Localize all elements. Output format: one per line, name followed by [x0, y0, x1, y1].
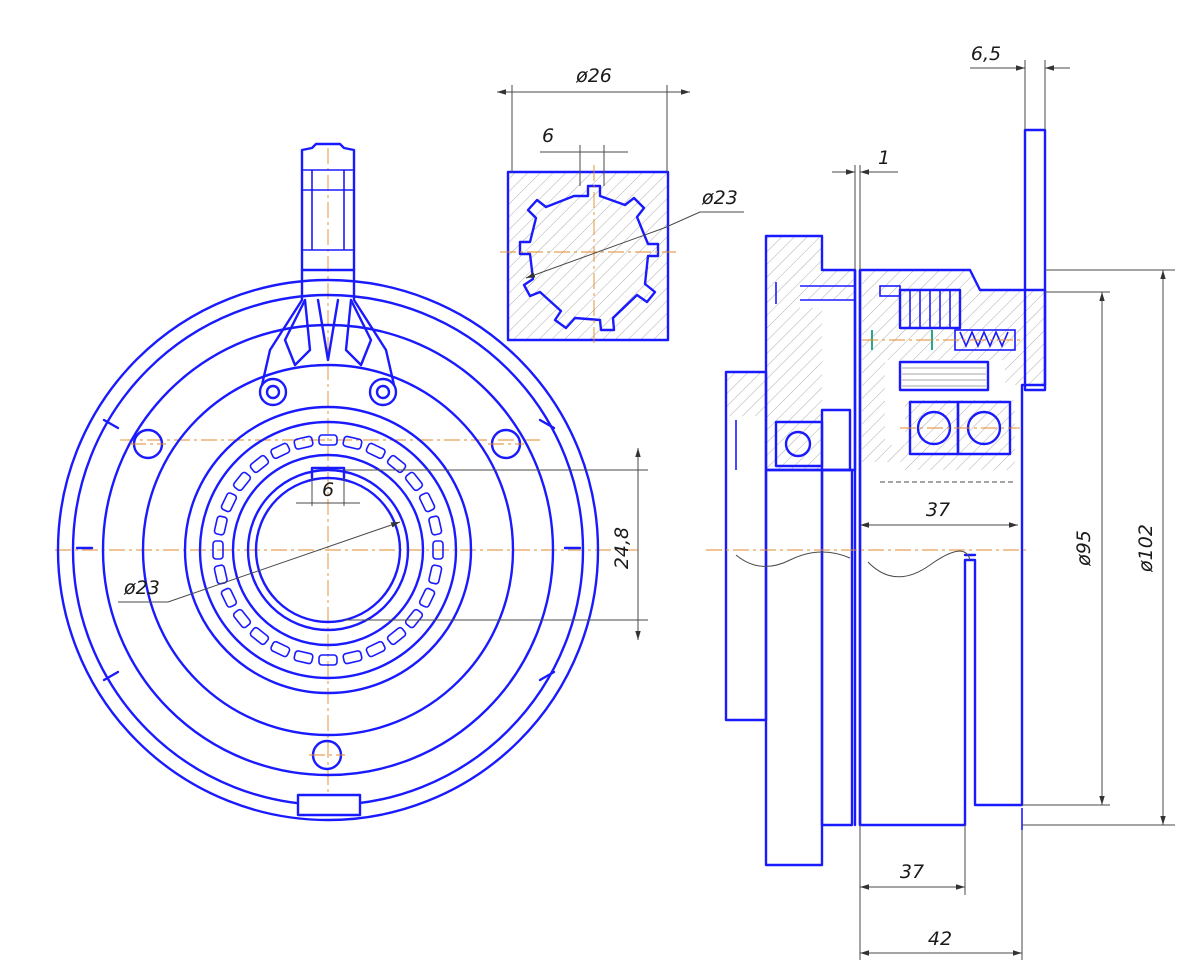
bearing-roller [342, 435, 363, 450]
bearing-roller [365, 442, 386, 460]
front-view: 24,8 6 ø23 [55, 142, 648, 822]
bearing-roller [213, 515, 228, 536]
bearing-roller [386, 454, 407, 474]
dim-37-top: 37 [926, 499, 950, 521]
dim-6-front: 6 [322, 479, 334, 501]
bearing-roller [293, 650, 314, 665]
dim-6-section: 6 [542, 125, 554, 147]
bearing-roller [386, 626, 407, 646]
dim-42: 42 [928, 928, 952, 950]
dim-d95: ø95 [1073, 530, 1095, 567]
side-section-view: 1 6,5 37 37 42 ø95 ø102 [706, 43, 1175, 960]
bearing-roller [404, 471, 424, 492]
spline-section: ø26 6 ø23 [497, 65, 744, 345]
dim-gap-1: 1 [878, 147, 890, 169]
bearing-roller [342, 650, 363, 665]
bearing-roller [220, 492, 238, 513]
dim-d23-section: ø23 [701, 187, 738, 209]
dim-d102: ø102 [1135, 524, 1157, 573]
bearing-roller [365, 640, 386, 658]
bearing-roller [318, 434, 338, 446]
dim-d26: ø26 [575, 65, 612, 87]
bearing-roller [418, 492, 436, 513]
bearing-roller [418, 587, 436, 608]
bearing-roller [404, 608, 424, 629]
bearing-roller [232, 471, 252, 492]
bearing-roller [318, 654, 338, 666]
bearing-roller [432, 540, 444, 560]
dim-37-bottom: 37 [900, 861, 924, 883]
bearing-roller [249, 454, 270, 474]
bearing-roller [220, 587, 238, 608]
bearing-roller [232, 608, 252, 629]
bearing-roller [428, 515, 443, 536]
dim-6-5: 6,5 [971, 43, 1001, 65]
bearing-roller [213, 564, 228, 585]
bearing-roller [270, 640, 291, 658]
bearing-roller [293, 435, 314, 450]
bearing-roller [428, 564, 443, 585]
dim-24-8: 24,8 [611, 527, 633, 569]
dim-d23-front: ø23 [123, 577, 160, 599]
bearing-roller [212, 540, 224, 560]
bearing-roller [270, 442, 291, 460]
bearing-roller [249, 626, 270, 646]
